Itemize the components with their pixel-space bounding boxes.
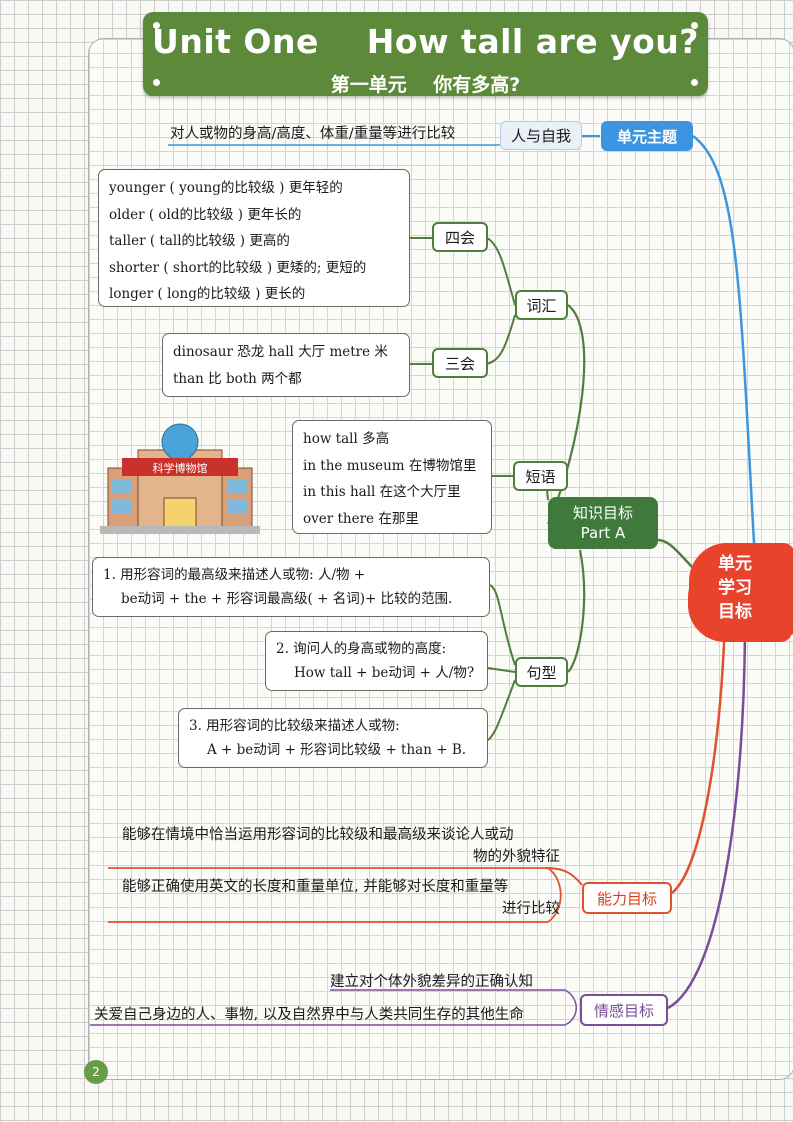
sentence-line: How tall + be动词 + 人/物?: [294, 665, 475, 681]
emotion-item-2: 关爱自己身边的人、事物, 以及自然界中与人类共同生存的其他生命: [94, 1007, 524, 1023]
phrases-box: how tall 多高 in the museum 在博物馆里 in this …: [292, 420, 492, 534]
list-item: taller ( tall的比较级 ) 更高的: [109, 233, 290, 249]
ability-line: 物的外貌特征: [473, 849, 560, 865]
emotion-goal-node: 情感目标: [580, 994, 668, 1026]
root-label: 单元 学习 目标: [718, 552, 752, 624]
theme-node: 单元主题: [601, 121, 693, 151]
sentence-line: 3. 用形容词的比较级来描述人或物:: [189, 718, 400, 734]
root-label-line: 目标: [718, 602, 752, 622]
vocab-four-skills-box: younger ( young的比较级 ) 更年轻的 older ( old的比…: [98, 169, 410, 307]
list-item: longer ( long的比较级 ) 更长的: [109, 286, 306, 302]
list-item: older ( old的比较级 ) 更年长的: [109, 206, 302, 223]
title-banner: Unit One How tall are you? 第一单元 你有多高?: [143, 12, 708, 96]
vocab-three-skills-box: dinosaur 恐龙 hall 大厅 metre 米 than 比 both …: [162, 333, 410, 397]
sentence-line: be动词 + the + 形容词最高级( + 名词)+ 比较的范围.: [121, 591, 453, 607]
knowledge-goal-node: 知识目标 Part A: [548, 497, 658, 549]
ability-line: 能够在情境中恰当运用形容词的比较级和最高级来谈论人或动: [122, 827, 514, 843]
sentence-line: A + be动词 + 形容词比较级 + than + B.: [207, 742, 467, 758]
sentence-node: 句型: [515, 657, 568, 687]
root-label-line: 单元: [718, 554, 752, 574]
list-item: in the museum 在博物馆里: [303, 457, 477, 474]
page-number: 2: [84, 1060, 108, 1084]
sentence-line: 1. 用形容词的最高级来描述人或物: 人/物 +: [103, 567, 366, 583]
theme-description: 对人或物的身高/高度、体重/重量等进行比较: [170, 126, 456, 142]
phrases-node: 短语: [513, 461, 568, 491]
list-item: shorter ( short的比较级 ) 更矮的; 更短的: [109, 259, 367, 276]
ability-goal-node: 能力目标: [582, 882, 672, 914]
title-english: Unit One How tall are you?: [152, 22, 699, 61]
knowledge-goal-label: 知识目标: [572, 504, 633, 522]
list-item: how tall 多高: [303, 431, 390, 447]
list-item: younger ( young的比较级 ) 更年轻的: [109, 180, 343, 196]
title-chinese: 第一单元 你有多高?: [330, 74, 521, 96]
sentence-pattern-3: 3. 用形容词的比较级来描述人或物: A + be动词 + 形容词比较级 + t…: [178, 708, 488, 768]
four-skills-node: 四会: [432, 222, 488, 252]
sentence-pattern-2: 2. 询问人的身高或物的高度: How tall + be动词 + 人/物?: [265, 631, 488, 691]
list-item: over there 在那里: [303, 510, 419, 527]
museum-illustration: 科学博物馆: [100, 423, 260, 534]
ability-line: 进行比较: [502, 901, 560, 917]
vocab-node: 词汇: [515, 290, 568, 320]
sentence-pattern-1: 1. 用形容词的最高级来描述人或物: 人/物 + be动词 + the + 形容…: [92, 557, 490, 617]
ability-item-1: 能够在情境中恰当运用形容词的比较级和最高级来谈论人或动 物的外貌特征: [122, 824, 560, 868]
knowledge-goal-part: Part A: [580, 524, 626, 542]
list-item: dinosaur 恐龙 hall 大厅 metre 米: [173, 344, 388, 360]
sentence-line: 2. 询问人的身高或物的高度:: [276, 641, 447, 657]
root-node: [693, 547, 793, 635]
list-item: in this hall 在这个大厅里: [303, 484, 461, 500]
list-item: than 比 both 两个都: [173, 370, 302, 387]
ability-line: 能够正确使用英文的长度和重量单位, 并能够对长度和重量等: [122, 879, 509, 895]
three-skills-node: 三会: [432, 348, 488, 378]
museum-sign: 科学博物馆: [153, 461, 208, 475]
theme-category: 人与自我: [500, 121, 582, 150]
ability-item-2: 能够正确使用英文的长度和重量单位, 并能够对长度和重量等 进行比较: [122, 876, 560, 920]
emotion-item-1: 建立对个体外貌差异的正确认知: [330, 974, 533, 990]
root-label-line: 学习: [718, 578, 752, 598]
